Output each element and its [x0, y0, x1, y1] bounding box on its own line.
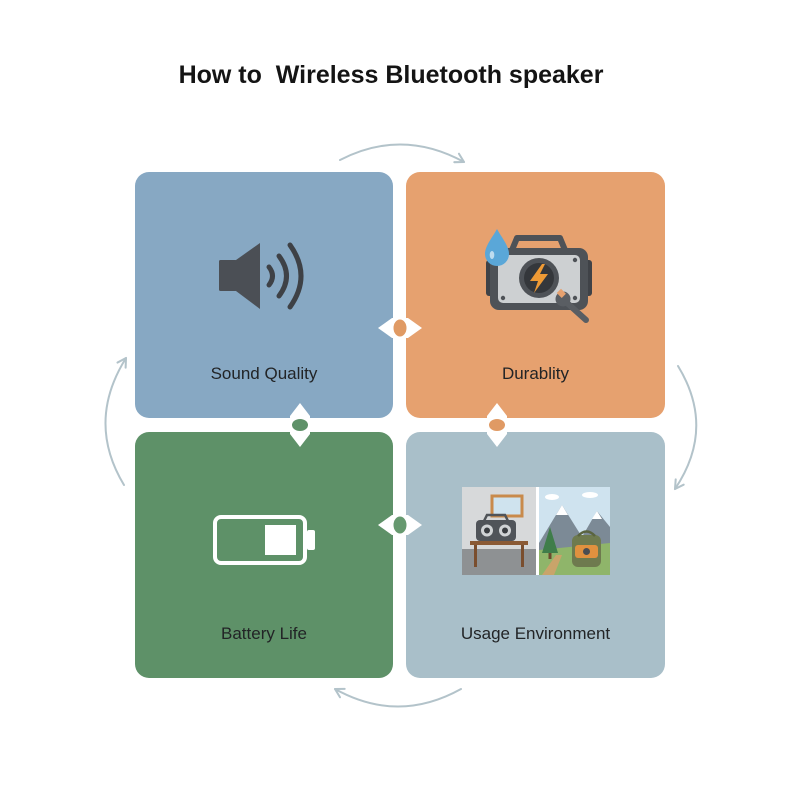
quadrant-label-durability: Durablity — [501, 364, 570, 383]
table-top — [470, 541, 528, 545]
quadrant-durability: Durablity — [406, 172, 665, 418]
tree-icon — [542, 527, 558, 553]
speaker-handle — [509, 235, 568, 252]
rugged-speaker-icon — [485, 229, 592, 323]
wrench-icon — [555, 288, 589, 323]
sound-wave-small — [266, 264, 275, 288]
quadrant-label-battery-life: Battery Life — [221, 624, 307, 643]
sound-waves — [266, 242, 304, 310]
speaker-cone — [236, 243, 260, 309]
battery-icon — [213, 515, 315, 565]
battery-outline — [213, 515, 307, 565]
quadrant-label-usage-environment: Usage Environment — [460, 624, 611, 643]
scene-divider — [536, 487, 539, 575]
battery-terminal — [307, 530, 315, 550]
environment-scenes-icon — [462, 487, 610, 575]
water-drop-icon — [485, 229, 509, 266]
page-title: How to Wireless Bluetooth speaker — [178, 61, 604, 89]
quadrant-usage-environment: Usage Environment — [406, 432, 665, 678]
quadrant-label-sound-quality: Sound Quality — [210, 364, 318, 383]
lightning-icon — [530, 264, 548, 293]
battery-charge-level — [265, 525, 296, 555]
speaker-icon — [219, 242, 304, 310]
cycle-arrow-left — [104, 356, 128, 486]
outdoor-scene-icon — [539, 487, 610, 575]
water-drop-highlight — [489, 251, 495, 259]
trail — [542, 555, 562, 575]
cycle-arrow-top — [339, 143, 466, 164]
cycle-arrow-bottom — [333, 687, 462, 708]
quadrant-battery-life: Battery Life — [135, 432, 393, 678]
sound-wave-medium — [276, 253, 289, 299]
wall-picture — [490, 494, 524, 518]
sound-wave-large — [287, 242, 304, 310]
cycle-arrow-right — [673, 365, 698, 491]
indoor-scene-icon — [462, 487, 536, 575]
quadrant-sound-quality: Sound Quality — [135, 172, 393, 418]
speaker-body — [219, 260, 237, 291]
